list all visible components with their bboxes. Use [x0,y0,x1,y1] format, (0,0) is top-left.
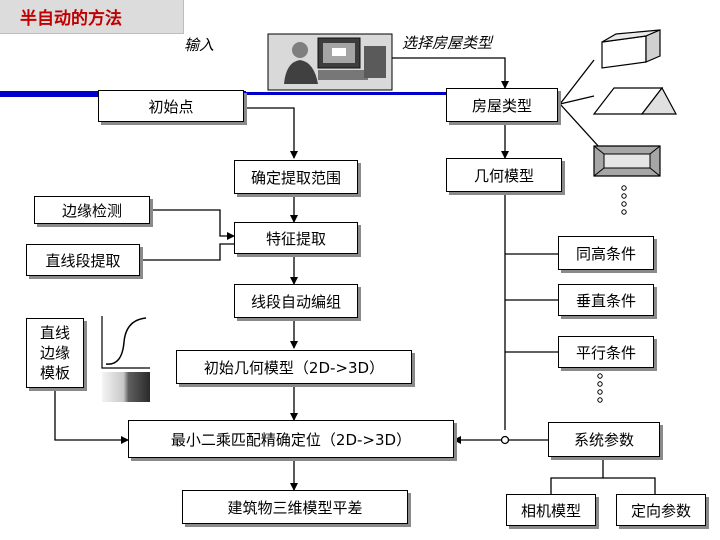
edge-detection-to-feature [150,209,235,240]
edge-profile-curve-icon [101,316,150,369]
edge-gradient-image-icon [102,372,150,402]
same-height-box: 同高条件 [558,236,654,270]
template-line-3: 模板 [39,364,70,382]
orientation-params-box: 定向参数 [616,494,706,526]
geometric-model-box: 几何模型 [446,158,562,192]
computer-user-icon [267,33,393,91]
parallel-box: 平行条件 [558,336,654,368]
adjustment-box: 建筑物三维模型平差 [182,490,408,524]
least-squares-box: 最小二乘匹配精确定位（2D->3D） [128,420,454,458]
feature-extraction-box: 特征提取 [234,222,358,254]
flat-roof-house-icon [601,29,661,69]
edge-detection-box: 边缘检测 [34,196,150,224]
initial-model-box: 初始几何模型（2D->3D） [176,350,412,384]
edge-initial-to-range [244,107,298,159]
input-label: 输入 [184,36,215,54]
determine-range-box: 确定提取范围 [234,160,358,194]
edge-type-to-gable [559,95,595,105]
ellipsis-house-types-icon [621,185,627,215]
template-line-2: 边缘 [39,344,70,362]
page-title: 半自动的方法 [0,0,184,34]
line-edge-template-box: 直线 边缘 模板 [26,318,84,388]
select-house-type-label: 选择房屋类型 [402,34,493,52]
camera-model-box: 相机模型 [506,494,596,526]
accent-bar-right [246,92,458,95]
edge-params-to-orientation [603,477,656,494]
edge-line-to-feature [140,243,234,261]
gable-roof-house-icon [592,86,678,115]
junction-node [500,435,510,445]
edge-type-to-flat [559,59,595,105]
hip-roof-house-icon [593,145,661,177]
house-type-box: 房屋类型 [446,88,558,122]
line-extraction-box: 直线段提取 [26,244,140,276]
edge-type-to-hip [559,103,601,149]
template-line-1: 直线 [39,324,70,342]
initial-point-box: 初始点 [98,90,244,122]
auto-grouping-box: 线段自动编组 [234,284,358,318]
edge-params-to-camera [550,457,604,494]
ellipsis-conditions-icon [597,373,603,403]
perpendicular-box: 垂直条件 [558,284,654,316]
edge-computer-to-house-type [392,57,509,89]
system-params-box: 系统参数 [548,422,660,457]
edge-template-to-ls [54,388,129,444]
